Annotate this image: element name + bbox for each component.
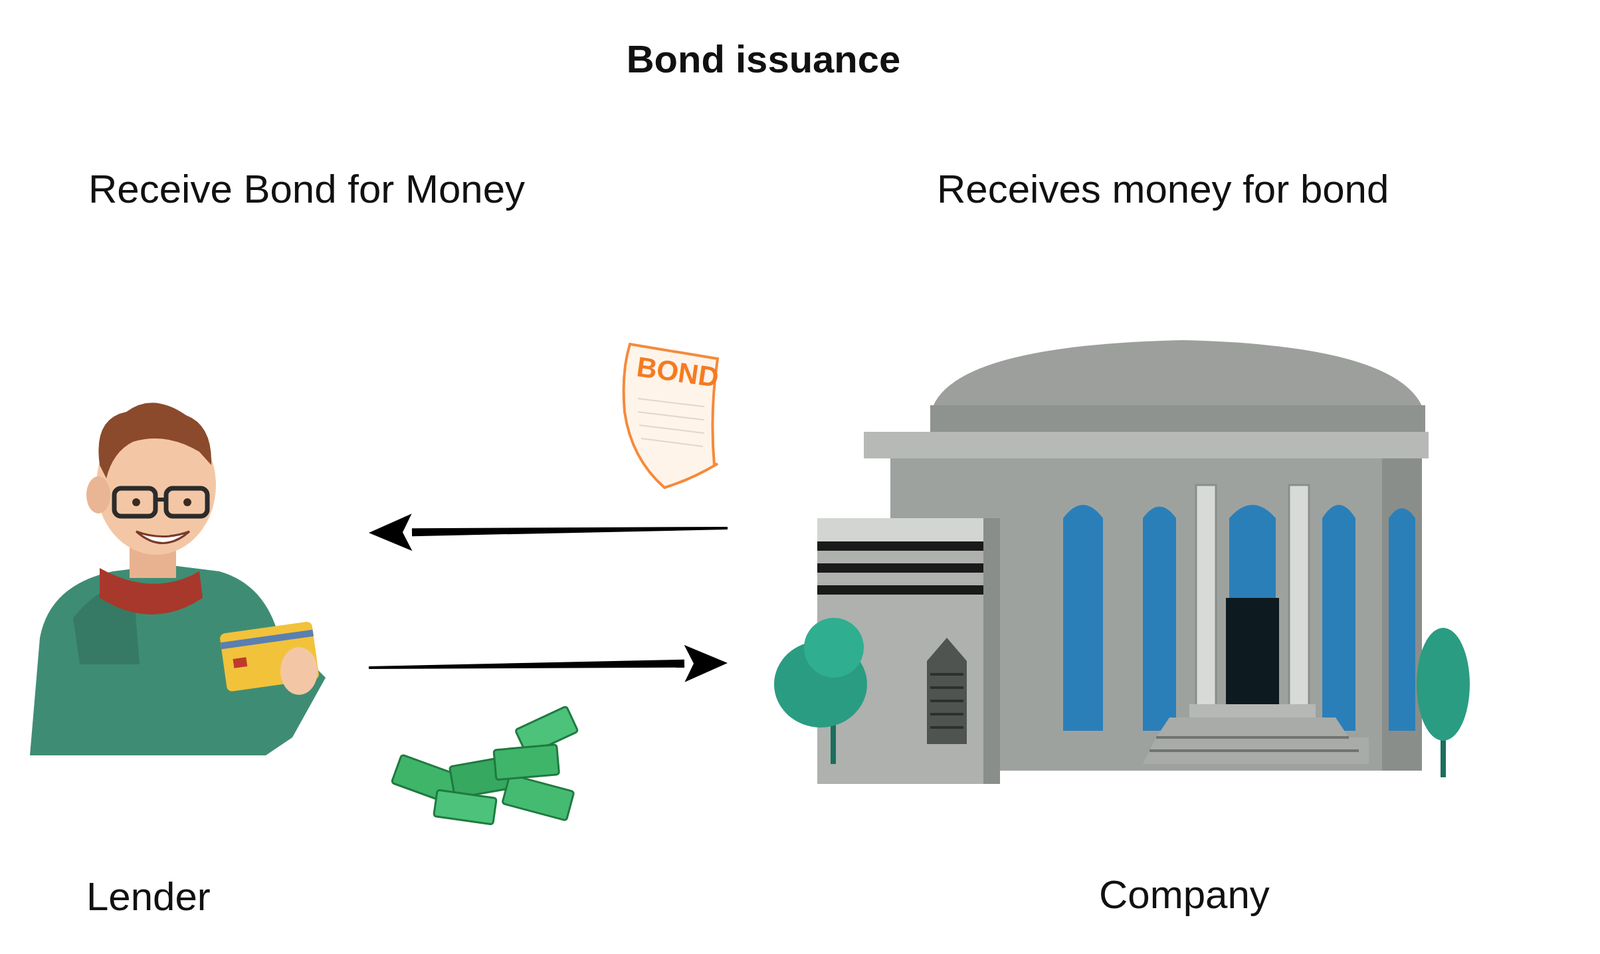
arrow-head xyxy=(368,513,412,551)
caption-label: Receives money for bond xyxy=(936,166,1389,212)
flow-arrow xyxy=(368,513,728,551)
company-node: Company xyxy=(727,325,1525,924)
money-pile xyxy=(391,706,579,825)
caption-label: Receive Bond for Money xyxy=(88,166,525,212)
flow-arrow xyxy=(368,645,728,683)
arrow-shaft xyxy=(368,659,685,670)
node-label: Company xyxy=(1099,871,1270,918)
arrow-head xyxy=(684,645,728,683)
arrow-shaft xyxy=(411,526,728,537)
node-label: Lender xyxy=(86,873,211,920)
company-building xyxy=(774,340,1470,785)
lender-figure xyxy=(29,402,326,756)
diagram-title: Bond issuance xyxy=(626,36,901,82)
lender-node: Lender xyxy=(26,398,369,931)
